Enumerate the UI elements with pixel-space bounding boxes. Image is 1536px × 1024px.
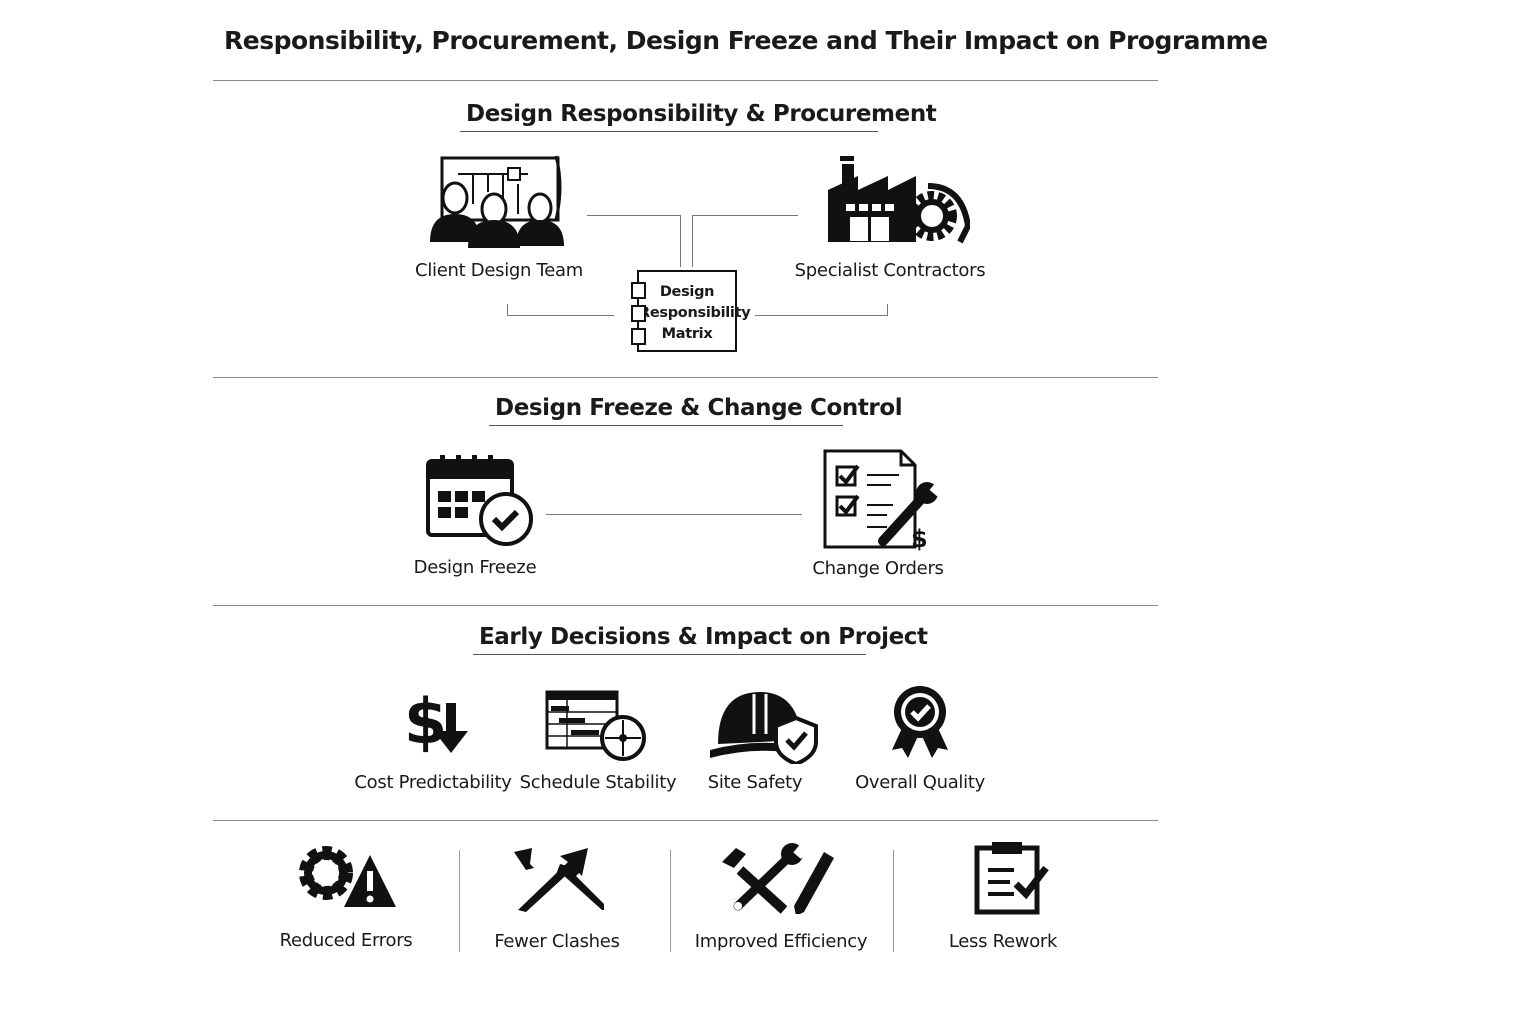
label-fewer-clashes: Fewer Clashes: [494, 931, 620, 952]
award-badge-icon: [892, 686, 948, 758]
label-design-freeze: Design Freeze: [413, 557, 537, 578]
label-less-rework: Less Rework: [948, 931, 1058, 952]
divider: [213, 80, 1158, 81]
page-title: Responsibility, Procurement, Design Free…: [224, 26, 1268, 55]
label-site-safety: Site Safety: [707, 772, 803, 793]
gantt-clock-icon: [545, 690, 646, 761]
matrix-square-icon: [631, 282, 646, 299]
factory-gear-icon: [828, 156, 970, 244]
label-cost-predictability: Cost Predictability: [354, 772, 512, 793]
design-responsibility-matrix: Design Responsibility Matrix: [631, 270, 751, 352]
label-improved-efficiency: Improved Efficiency: [694, 931, 868, 952]
label-reduced-errors: Reduced Errors: [279, 930, 413, 951]
label-specialist-contractors: Specialist Contractors: [794, 260, 986, 281]
svg-text:$: $: [911, 525, 928, 551]
vertical-divider: [670, 850, 671, 952]
divider: [213, 820, 1158, 821]
label-schedule-stability: Schedule Stability: [519, 772, 677, 793]
section-heading-early-decisions: Early Decisions & Impact on Project: [473, 624, 928, 655]
connector-line: [692, 215, 693, 267]
matrix-line: Responsibility: [639, 305, 751, 321]
divider: [213, 605, 1158, 606]
connector-line: [680, 215, 681, 267]
connector-line: [546, 514, 802, 515]
crossing-arrows-icon: [514, 848, 604, 912]
matrix-square-icon: [631, 328, 646, 345]
connector-line: [507, 315, 614, 316]
vertical-divider: [893, 850, 894, 952]
hardhat-shield-icon: [710, 692, 818, 764]
section-heading-responsibility: Design Responsibility & Procurement: [460, 101, 937, 132]
connector-line: [755, 315, 888, 316]
matrix-line: Matrix: [661, 326, 713, 342]
connector-line: [692, 215, 798, 216]
calendar-check-icon: [426, 455, 533, 546]
tools-pen-icon: [722, 843, 834, 914]
label-overall-quality: Overall Quality: [855, 772, 985, 793]
section-heading-design-freeze: Design Freeze & Change Control: [489, 395, 903, 426]
matrix-line: Design: [659, 284, 715, 300]
design-team-icon: [430, 155, 564, 248]
gear-warning-icon: [299, 846, 396, 907]
divider: [213, 377, 1158, 378]
vertical-divider: [459, 850, 460, 952]
label-change-orders: Change Orders: [812, 558, 944, 579]
dollar-down-icon: $: [404, 685, 468, 755]
svg-text:$: $: [404, 685, 447, 755]
clipboard-check-icon: [974, 842, 1049, 915]
connector-line: [887, 304, 888, 316]
label-client-design-team: Client Design Team: [415, 260, 583, 281]
connector-line: [587, 215, 680, 216]
matrix-square-icon: [631, 305, 646, 322]
connector-line: [507, 304, 508, 316]
checklist-wrench-dollar-icon: $: [823, 449, 943, 551]
